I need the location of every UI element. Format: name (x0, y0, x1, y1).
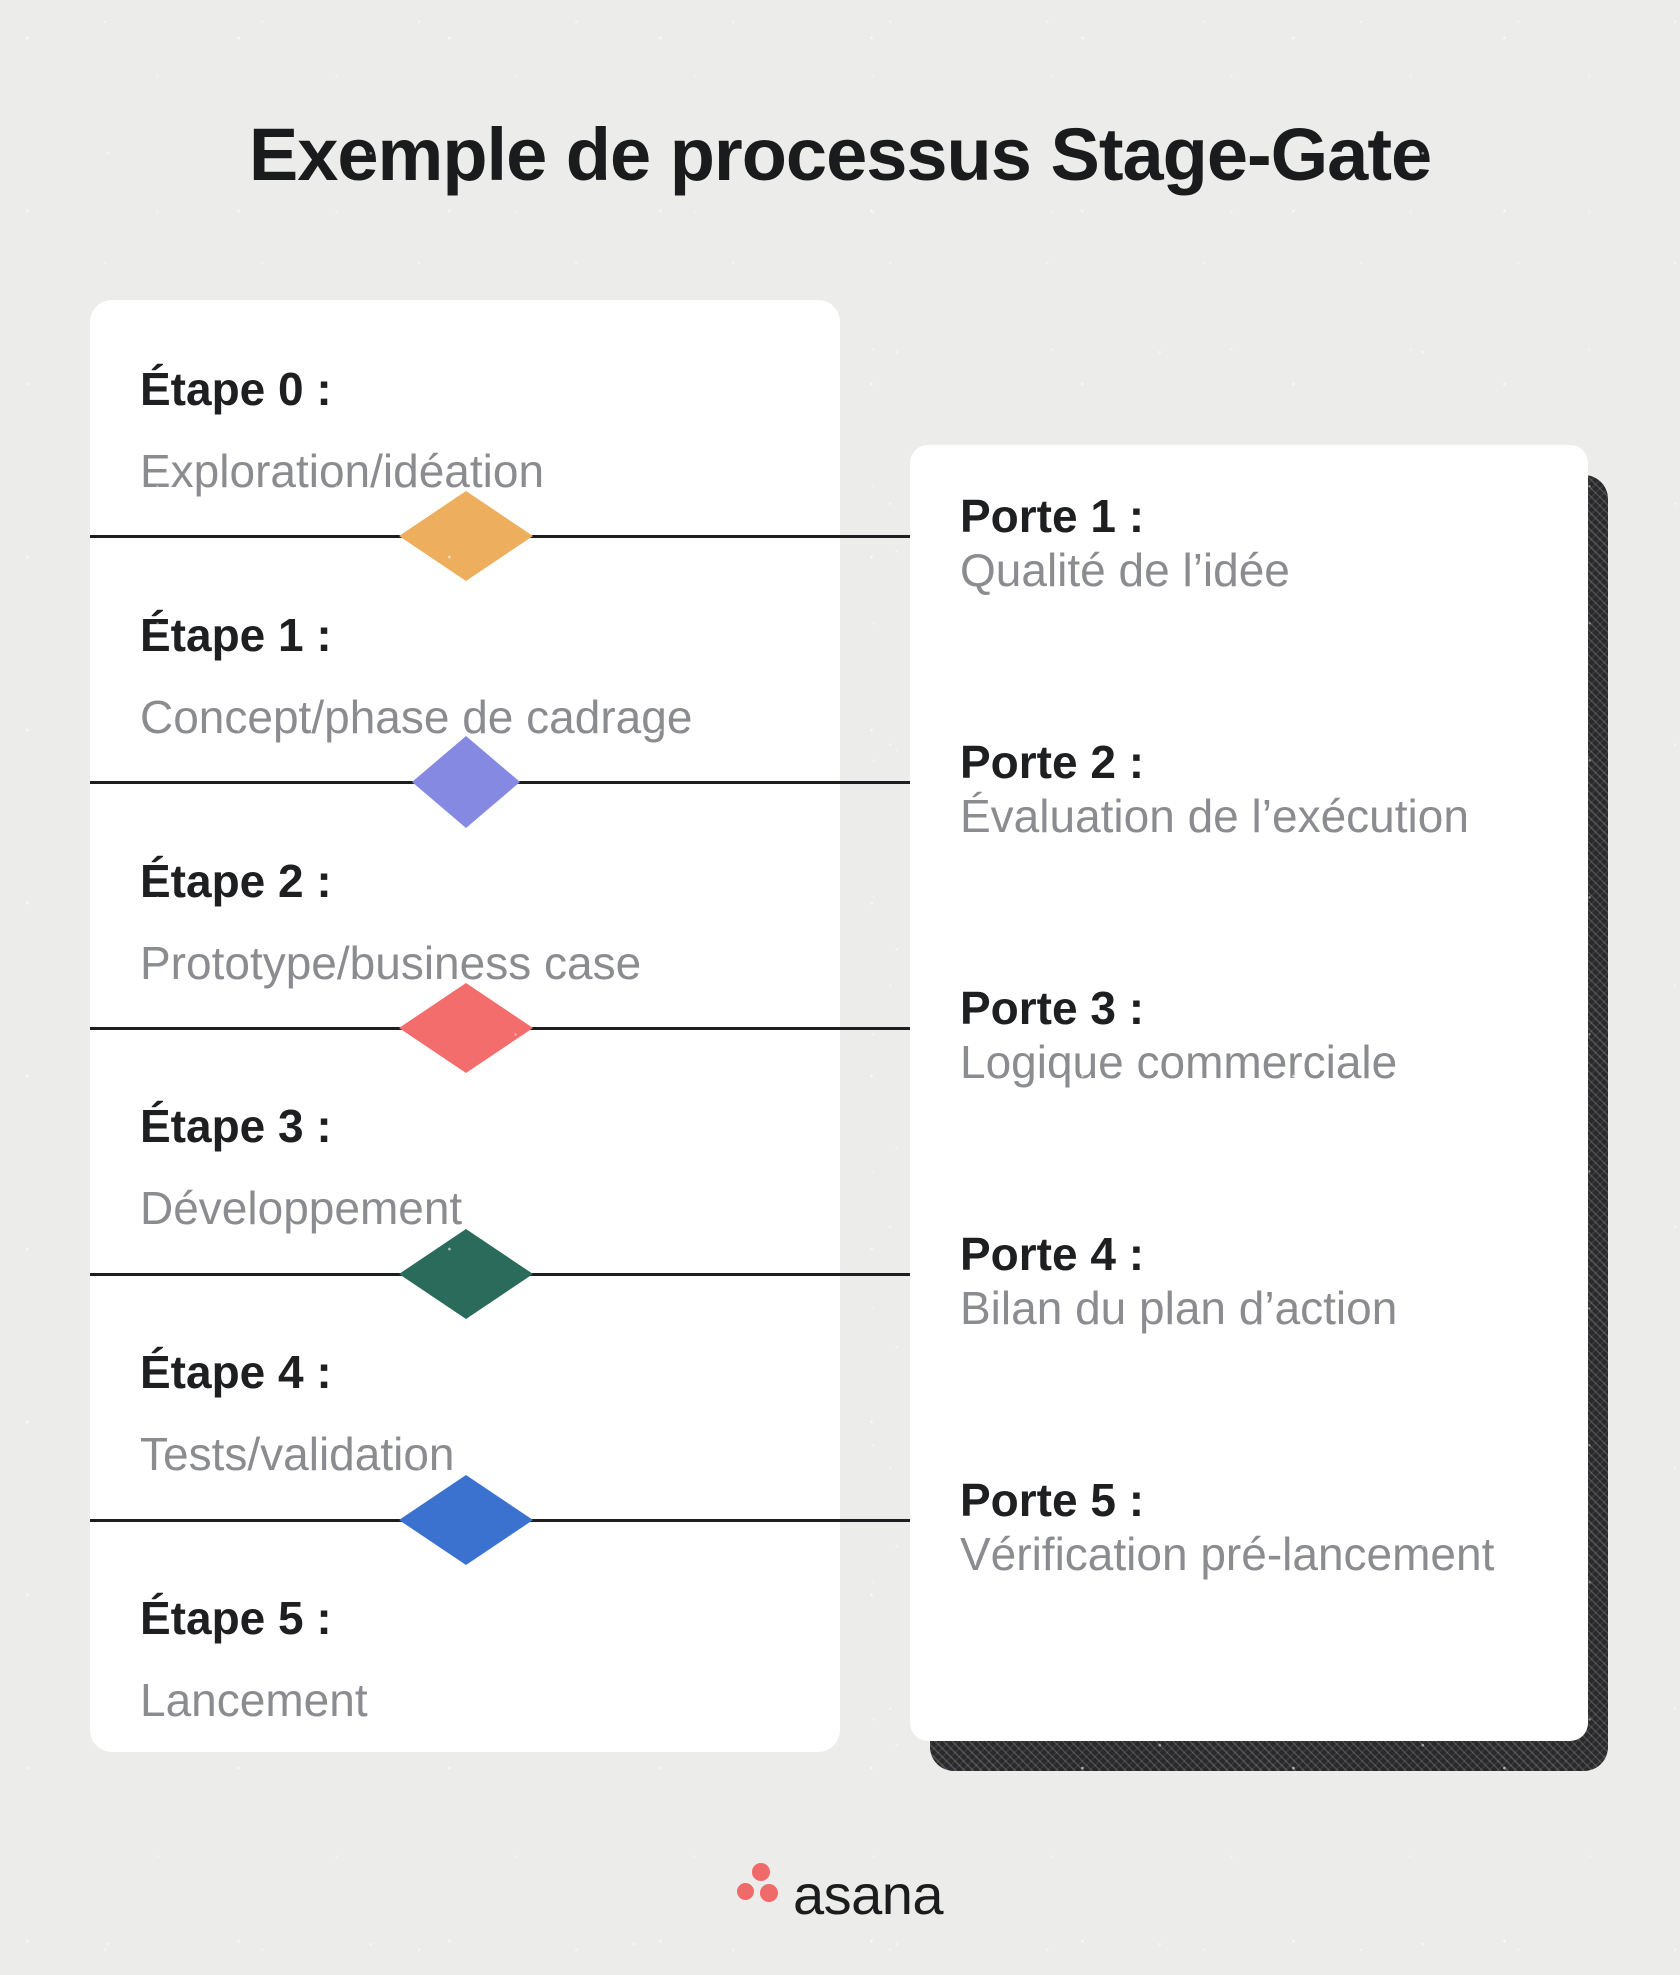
gate-label: Porte 1 : (960, 490, 1145, 542)
stage-label: Étape 3 : (140, 1100, 332, 1152)
gate-description: Bilan du plan d’action (960, 1282, 1398, 1334)
gate-description: Logique commerciale (960, 1036, 1398, 1088)
asana-wordmark: asana (792, 1863, 944, 1926)
gate-description: Vérification pré-lancement (960, 1528, 1495, 1580)
stage-description: Lancement (140, 1674, 368, 1726)
stage-label: Étape 5 : (140, 1592, 332, 1644)
stage-description: Développement (140, 1182, 463, 1234)
asana-dot (751, 1863, 770, 1881)
stage-label: Étape 2 : (140, 855, 332, 907)
gate-card: Porte 5 : Vérification pré-lancement (910, 1429, 1588, 1741)
asana-dot (759, 1884, 778, 1902)
gate-description: Évaluation de l’exécution (960, 790, 1469, 842)
stage-description: Exploration/idéation (140, 445, 545, 497)
stage-description: Tests/validation (140, 1428, 455, 1480)
stage-description: Prototype/business case (140, 937, 642, 989)
gate-label: Porte 5 : (960, 1474, 1145, 1526)
stage-description: Concept/phase de cadrage (140, 691, 693, 743)
asana-logo: asana (736, 1855, 944, 1926)
gate-label: Porte 3 : (960, 982, 1145, 1034)
gate-description: Qualité de l’idée (960, 544, 1290, 596)
asana-dots-icon (736, 1863, 779, 1903)
asana-dot (736, 1883, 754, 1900)
stage-label: Étape 1 : (140, 609, 332, 661)
gate-label: Porte 4 : (960, 1228, 1145, 1280)
gate-label: Porte 2 : (960, 736, 1145, 788)
stage-label: Étape 4 : (140, 1346, 332, 1398)
stage-label: Étape 0 : (140, 363, 332, 415)
page-title: Exemple de processus Stage-Gate (248, 113, 1432, 196)
